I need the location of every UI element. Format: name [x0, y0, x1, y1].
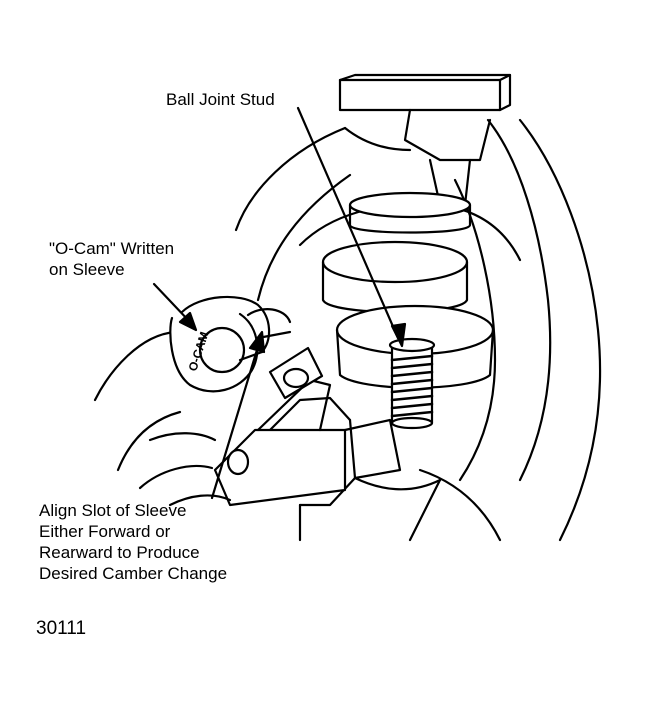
- lower-plate: [213, 378, 402, 507]
- label-align-slot-instructions: Align Slot of Sleeve Either Forward or R…: [39, 500, 227, 584]
- upper-mount-block: [338, 73, 512, 207]
- knuckle-housing: [234, 118, 602, 542]
- arrowhead-align-slot: [248, 330, 266, 354]
- arrowhead-ocam: [178, 311, 198, 332]
- label-ball-joint-stud: Ball Joint Stud: [166, 90, 275, 109]
- leader-ocam: [152, 282, 192, 324]
- arrowhead-ball-joint-stud: [390, 322, 407, 348]
- label-ocam-line-1: "O-Cam" Written: [49, 239, 175, 258]
- ball-joint-stud: [388, 337, 436, 430]
- leader-ball-joint-stud: [296, 106, 400, 340]
- leader-align-slot: [210, 338, 262, 500]
- label-align-line-3: Rearward to Produce: [39, 543, 200, 562]
- figure-number: 30111: [36, 618, 87, 639]
- leader-lines: [152, 106, 407, 500]
- label-align-line-4: Desired Camber Change: [39, 564, 228, 583]
- label-ocam-line-2: on Sleeve: [49, 260, 125, 279]
- label-align-line-2: Either Forward or: [39, 522, 171, 541]
- label-ocam-written-on-sleeve: "O-Cam" Written on Sleeve: [49, 238, 174, 280]
- ball-joint-body: [321, 191, 495, 389]
- label-align-line-1: Align Slot of Sleeve: [39, 501, 187, 520]
- hand-with-sleeve: [93, 295, 324, 507]
